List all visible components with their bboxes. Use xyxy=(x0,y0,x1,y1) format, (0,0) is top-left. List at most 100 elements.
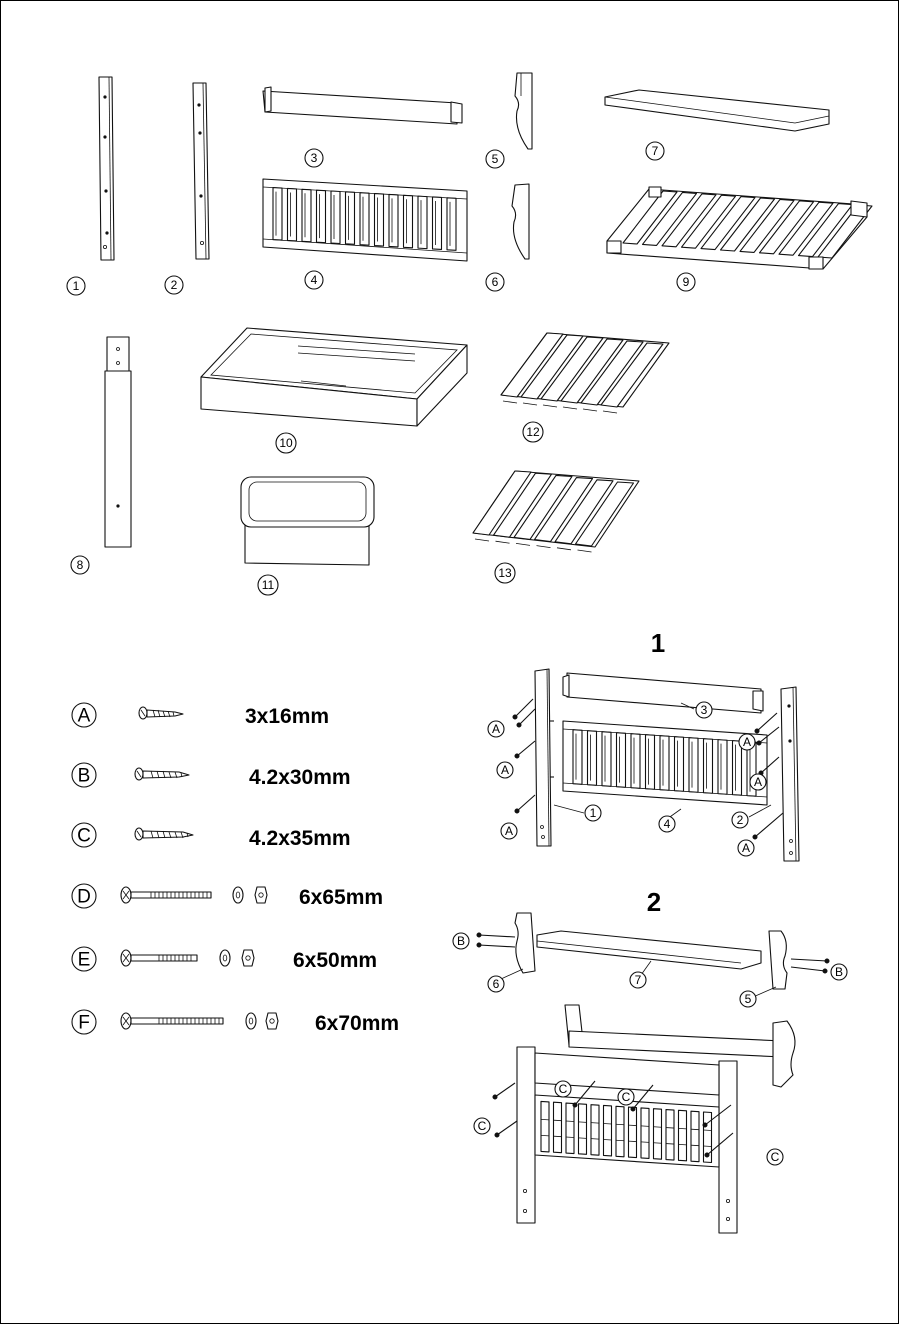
slat-edge xyxy=(583,409,597,411)
hardware-letter: A xyxy=(78,706,91,727)
slat-edge xyxy=(604,1139,612,1140)
step-2-screw-callout: C xyxy=(618,1089,634,1105)
part-callout-label: 5 xyxy=(492,152,499,166)
part-callout-11: 11 xyxy=(258,575,278,595)
slat xyxy=(554,1102,562,1153)
screw-callout-label: B xyxy=(835,965,843,979)
screw-callout-label: A xyxy=(501,763,509,777)
part-callout-5: 5 xyxy=(486,150,504,168)
slat-edge xyxy=(543,405,557,407)
step-2-screw-callout: B xyxy=(453,933,469,949)
slat-edge xyxy=(679,1144,687,1145)
slat xyxy=(704,739,713,794)
part-callout-10: 10 xyxy=(276,433,296,453)
step-1-part-callout: 4 xyxy=(659,816,675,832)
part-callout-label: 3 xyxy=(701,703,708,717)
part-1-drawing xyxy=(99,77,114,260)
part-12-drawing xyxy=(501,333,669,413)
step-1-screw-callout: A xyxy=(738,840,754,856)
slat-edge xyxy=(591,1139,599,1140)
slat-edge xyxy=(591,1123,599,1124)
slat xyxy=(851,201,867,217)
slat xyxy=(654,1109,662,1160)
slat-edge xyxy=(563,407,577,409)
screw-callout-label: C xyxy=(559,1082,568,1096)
slat-edge xyxy=(629,1141,637,1142)
part-callout-2: 2 xyxy=(165,276,183,294)
slat-edge xyxy=(566,1137,574,1138)
screw-callout-label: A xyxy=(505,824,513,838)
slat xyxy=(616,1106,624,1157)
part-3-drawing xyxy=(263,87,462,124)
screw-callout-label: A xyxy=(743,735,751,749)
step-2-screw-callout: C xyxy=(555,1081,571,1097)
part-callout-8: 8 xyxy=(71,556,89,574)
part-6-drawing xyxy=(512,184,529,259)
step-number: 1 xyxy=(651,628,665,658)
part-callout-label: 4 xyxy=(664,817,671,831)
bolt-icon xyxy=(121,887,211,903)
nut-icon xyxy=(242,950,254,966)
slat-edge xyxy=(541,1135,549,1136)
slat-edge xyxy=(496,541,510,543)
screw-icon xyxy=(513,699,535,813)
hardware-size: 6x65mm xyxy=(299,886,383,909)
screw-callout-label: A xyxy=(742,841,750,855)
slat-edge xyxy=(579,1122,587,1123)
slat-edge xyxy=(557,548,571,550)
slat xyxy=(579,1104,587,1155)
slat-edge xyxy=(554,1120,562,1121)
hardware-size: 6x50mm xyxy=(293,949,377,972)
slat-edge xyxy=(503,401,517,403)
slat-edge xyxy=(604,1123,612,1124)
nut-icon xyxy=(255,887,267,903)
slat-edge xyxy=(679,1128,687,1129)
step-1-screw-callout: A xyxy=(488,721,504,737)
slat xyxy=(389,194,398,247)
part-callout-label: 9 xyxy=(683,275,690,289)
hardware-size: 3x16mm xyxy=(245,705,329,728)
slat-edge xyxy=(691,1145,699,1146)
slat xyxy=(641,1108,649,1159)
slat xyxy=(541,1101,549,1152)
part-callout-12: 12 xyxy=(523,422,543,442)
slat xyxy=(604,1105,612,1156)
slat xyxy=(588,731,597,786)
slat-edge xyxy=(641,1126,649,1127)
slat xyxy=(591,1105,599,1156)
slat xyxy=(718,740,727,795)
slat xyxy=(447,198,456,251)
slat xyxy=(691,1111,699,1162)
hardware-letter: B xyxy=(78,766,91,787)
slat xyxy=(617,733,626,788)
step-1-part-callout: 1 xyxy=(585,805,601,821)
part-callout-label: 7 xyxy=(635,973,642,987)
slat xyxy=(602,732,611,787)
step-2: 2 6 7 5 B B xyxy=(453,887,847,1233)
part-10-drawing xyxy=(201,328,467,426)
slat xyxy=(733,741,742,796)
hardware-letter: D xyxy=(77,887,91,908)
part-7-drawing xyxy=(605,90,829,131)
nut-icon xyxy=(266,1013,278,1029)
washer-icon xyxy=(233,887,243,903)
slat-edge xyxy=(641,1142,649,1143)
slat xyxy=(317,190,326,243)
part-9-drawing xyxy=(607,187,872,269)
screw-callout-label: C xyxy=(478,1119,487,1133)
slat xyxy=(646,735,655,790)
screw-callout-label: C xyxy=(771,1150,780,1164)
hardware-legend: A 3x16mm B 4.2x30mm C xyxy=(72,703,399,1035)
part-13-drawing xyxy=(473,471,639,552)
slat-edge xyxy=(666,1128,674,1129)
slat xyxy=(418,196,427,249)
part-callout-label: 11 xyxy=(262,578,275,592)
hardware-row-a: A 3x16mm xyxy=(72,703,329,728)
slat xyxy=(404,195,413,248)
slat xyxy=(288,188,297,241)
step-2-screw-callout: B xyxy=(831,964,847,980)
slat-edge xyxy=(654,1143,662,1144)
slat xyxy=(360,193,369,246)
washer-icon xyxy=(246,1013,256,1029)
